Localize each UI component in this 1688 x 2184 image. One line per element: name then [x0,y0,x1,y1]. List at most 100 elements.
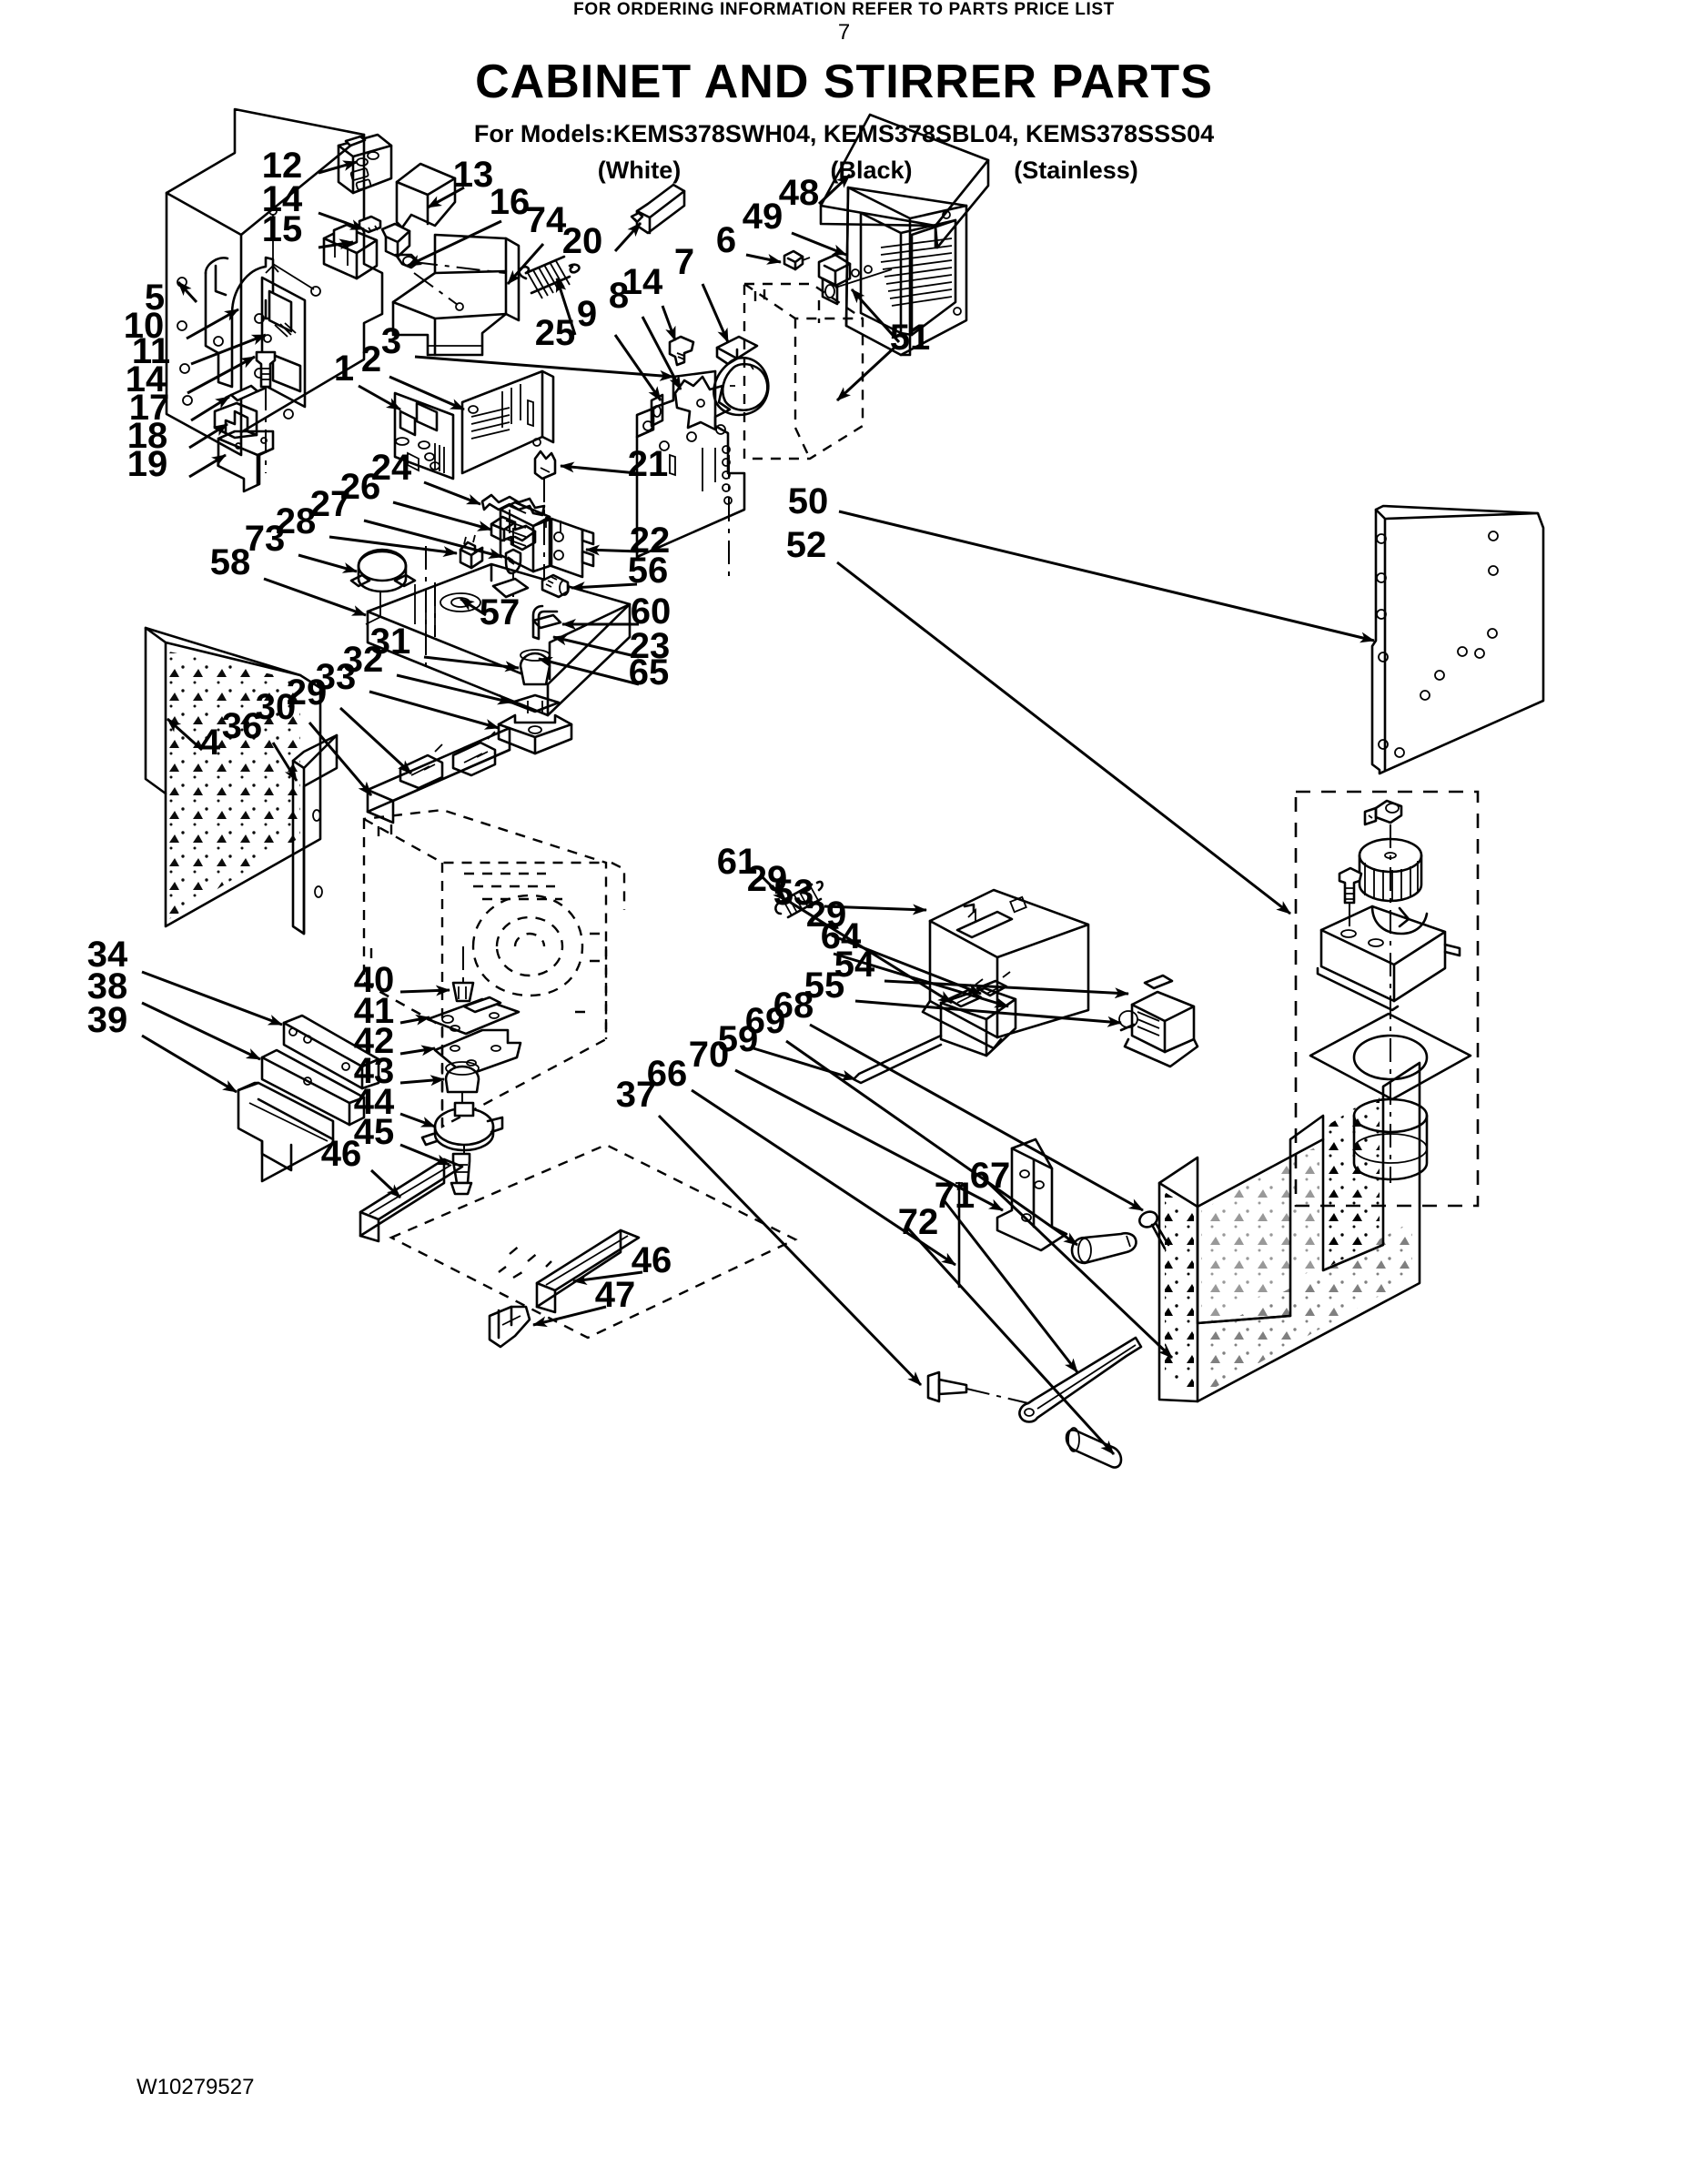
callout-number-2: 2 [361,339,381,379]
callout-number-34: 34 [87,935,128,975]
callout-number-4: 4 [200,723,221,763]
inset-52-stirrer-motor-assembly [1294,790,1480,1208]
part-74-stirrer-cover [391,233,521,357]
part-52c-motor-screw [1338,866,1363,930]
callout-number-55: 55 [804,966,845,1006]
callout-number-6: 6 [716,220,736,260]
part-69-latch-pin [1070,1231,1137,1265]
part-26-relay [490,515,537,551]
callout-number-11: 11 [132,331,170,371]
callout-number-28: 28 [276,501,317,541]
part-46-rack-guide-left [359,1158,464,1243]
callout-number-8: 8 [609,276,629,316]
callout-number-67: 67 [970,1156,1011,1196]
part-71-hinge-arm [1018,1336,1143,1423]
part-10-wire-shield [204,256,275,389]
document-number: W10279527 [136,2075,255,2099]
leader-lines [141,160,1375,1456]
callout-number-41: 41 [354,991,395,1031]
part-52a-motor-coupler [1363,799,1403,826]
part-66-rod [955,1181,963,1289]
part-42-motor-mount-bracket [433,1028,522,1077]
callout-number-3: 3 [381,321,401,361]
callout-number-69: 69 [745,1001,786,1041]
callout-number-18: 18 [127,416,168,456]
part-55-relay-coil [1118,1010,1138,1032]
callout-number-7: 7 [674,242,694,282]
part-72-hinge-pin [1065,1427,1123,1469]
part-13-air-duct [395,162,457,229]
part-56-transformer-screw [541,573,570,599]
part-67-insulation-assembly [1157,1061,1421,1403]
callout-number-33: 33 [316,657,357,697]
part-8-stirrer-fan-blade [673,375,732,431]
callout-number-10: 10 [124,306,165,346]
callout-number-27: 27 [310,484,351,524]
callout-number-64: 64 [821,916,862,956]
callout-number-46: 46 [632,1240,672,1280]
page-number: 7 [837,20,851,45]
part-14-screw-magnetron [668,335,695,367]
part-20-oven-lamp [630,183,686,235]
callout-number-32: 32 [343,640,384,680]
callout-number-47: 47 [595,1275,636,1315]
callout-number-49: 49 [743,197,783,237]
callout-number-5: 5 [145,278,165,318]
part-14-mounting-screw-left [255,350,277,473]
callout-number-70: 70 [689,1035,730,1075]
part-25-door-spring [518,255,581,299]
oven-cavity-reference-main [362,808,626,1128]
callout-number-66: 66 [647,1054,688,1094]
callout-number-59: 59 [718,1019,759,1059]
page-title: CABINET AND STIRRER PARTS [475,56,1213,108]
callout-number-15: 15 [262,209,303,249]
callout-number-14: 14 [622,262,663,302]
part-73-stirrer-motor [349,548,417,625]
part-22-high-voltage-transformer [499,500,595,579]
callout-number-57: 57 [480,592,521,632]
oven-cavity-reference-upper [743,282,864,460]
callout-number-29: 29 [806,895,847,935]
color-label-white: (White) [597,157,682,184]
callout-number-65: 65 [629,652,670,693]
part-17-fuse [224,384,266,402]
part-51-door-latch-hook [817,253,852,306]
callout-number-16: 16 [490,182,531,222]
ordering-info-note: FOR ORDERING INFORMATION REFER TO PARTS … [573,0,1115,19]
color-label-stainless: (Stainless) [1014,157,1138,184]
part-29-30-switch-rail [366,726,511,824]
part-43-motor-coupler [444,1061,480,1112]
callout-number-29: 29 [287,672,328,713]
callout-number-13: 13 [453,155,494,195]
part-53-magnetron-cover [921,888,1090,1050]
part-54-terminal-block [1123,974,1199,1068]
callout-number-25: 25 [535,313,576,353]
part-2-control-panel-bracket [460,369,555,475]
part-49-door-frame [834,186,968,357]
callout-number-26: 26 [340,467,381,507]
callout-number-1: 1 [334,349,354,389]
callout-number-37: 37 [616,1075,657,1115]
callout-number-71: 71 [935,1176,975,1216]
part-45-motor-screw [450,1152,473,1196]
callout-number-39: 39 [87,1000,128,1040]
part-36-side-trim [291,733,339,935]
part-32-stirrer-washer [510,693,561,713]
part-37-leveling-bolt [926,1370,1029,1404]
callout-number-43: 43 [354,1051,395,1091]
callout-number-31: 31 [370,622,411,662]
models-line: For Models:KEMS378SWH04, KEMS378SBL04, K… [473,120,1215,147]
callout-number-14: 14 [262,179,303,219]
callout-number-44: 44 [354,1082,395,1122]
callout-number-42: 42 [354,1021,395,1061]
part-1-electronic-control-board [393,391,455,480]
part-12-mounting-plate [337,133,393,195]
callout-number-21: 21 [628,444,669,484]
callout-number-12: 12 [262,146,303,186]
part-40-drive-bushing [451,946,475,1003]
callout-number-30: 30 [256,687,297,727]
callout-number-36: 36 [222,706,263,746]
callout-number-48: 48 [779,173,820,213]
